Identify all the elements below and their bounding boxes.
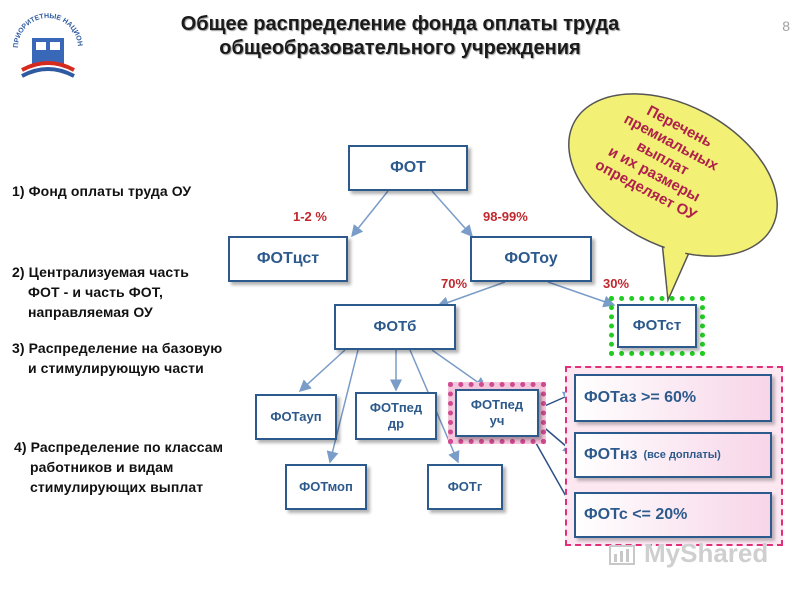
- page-title: Общее распределение фонда оплаты труда о…: [100, 12, 700, 60]
- node-fotpeduch: ФОТпед уч: [455, 389, 539, 437]
- edge-fotou-fotst: [547, 281, 616, 308]
- percent-98-99: 98-99%: [483, 209, 528, 224]
- percent-30: 30%: [603, 276, 630, 291]
- percent-1-2: 1-2 %: [293, 209, 327, 224]
- node-fotcst: ФОТцст: [228, 236, 348, 282]
- edge-fot-fotou: [431, 190, 473, 238]
- title-line-1: Общее распределение фонда оплаты труда: [180, 13, 620, 35]
- node-fot: ФОТ: [348, 145, 468, 191]
- edge-fotb-fotaup: [298, 349, 346, 393]
- page-number: 8: [782, 18, 790, 34]
- node-fotpeddr: ФОТпед др: [355, 392, 437, 440]
- fotc-label: ФОТс <= 20%: [584, 506, 688, 523]
- percent-70: 70%: [441, 276, 468, 291]
- edge-fotb-fotpeduch: [431, 349, 488, 389]
- callout-balloon: [568, 93, 778, 303]
- edge-fotou-fotb: [436, 281, 506, 309]
- logo: ПРИОРИТЕТНЫЕ НАЦИОНАЛЬНЫЕ ПРОЕКТЫ: [8, 8, 83, 78]
- title-line-2: общеобразовательного учреждения: [219, 37, 581, 59]
- watermark-icon: [609, 545, 635, 565]
- fotnz-note: (все доплаты): [643, 449, 721, 461]
- node-fotc: ФОТс <= 20%: [574, 492, 772, 538]
- fotnz-label: ФОТнз: [584, 446, 638, 463]
- node-fotaz: ФОТаз >= 60%: [574, 374, 772, 422]
- fotst-highlight-frame: [609, 296, 705, 356]
- node-fotst: ФОТст: [617, 304, 697, 348]
- note-1: 1) Фонд оплаты труда ОУ: [12, 183, 192, 199]
- node-fotmop: ФОТмоп: [285, 464, 367, 510]
- edge-fotb-fotmop: [326, 349, 359, 464]
- note-2: 2) Централизуемая часть ФОТ - и часть ФО…: [12, 264, 189, 320]
- note-3: 3) Распределение на базовую и стимулирую…: [12, 340, 223, 376]
- node-fotg: ФОТг: [427, 464, 503, 510]
- node-fotaup: ФОТауп: [255, 394, 337, 440]
- node-fotnz: ФОТнз (все доплаты): [574, 432, 772, 478]
- edge-fot-fotcst: [351, 190, 389, 238]
- watermark-text: MyShared: [644, 538, 769, 568]
- fotaz-label: ФОТаз >= 60%: [584, 389, 697, 406]
- node-fotou: ФОТоу: [470, 236, 592, 282]
- node-fotb: ФОТб: [334, 304, 456, 350]
- note-4: 4) Распределение по классам работников и…: [14, 439, 224, 495]
